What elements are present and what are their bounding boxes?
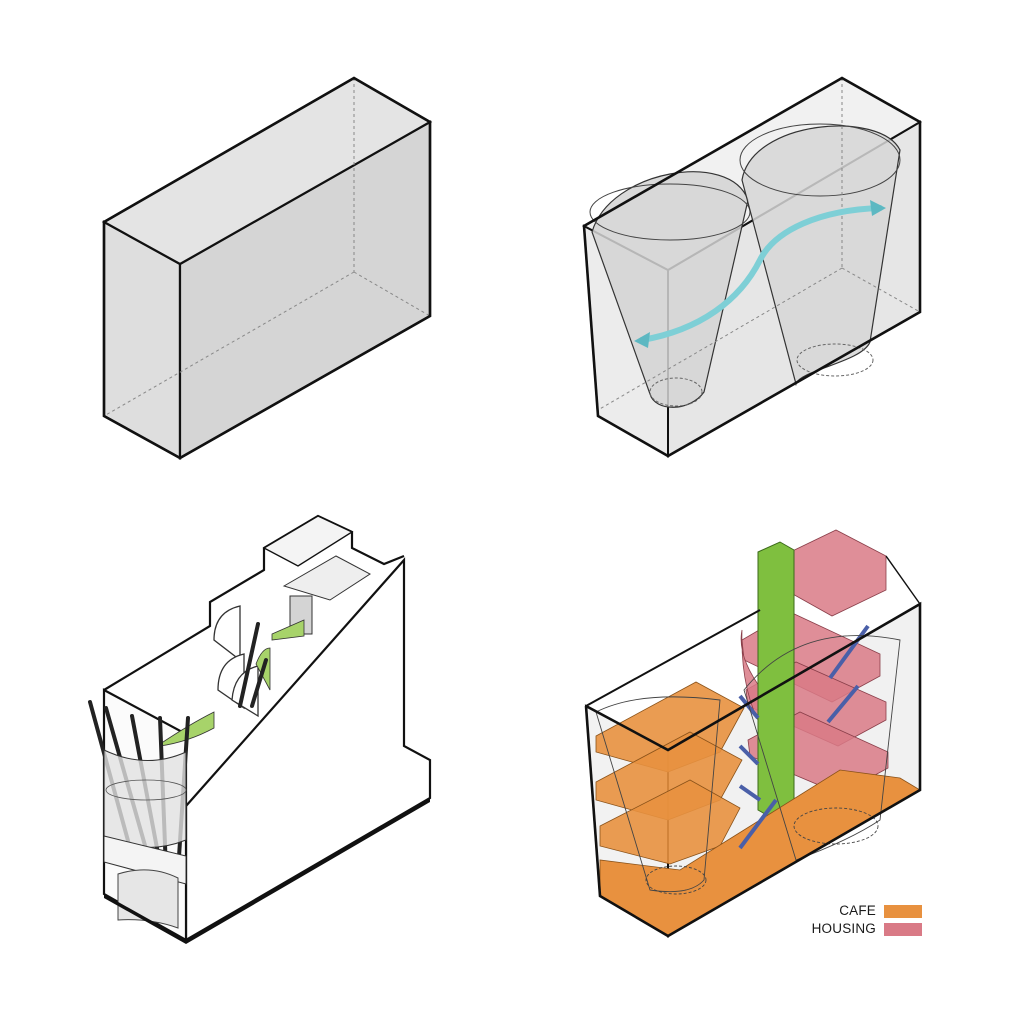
arrow-head-right	[870, 200, 886, 216]
legend-label-cafe: CAFE	[839, 903, 876, 918]
panel-carved-voids	[581, 76, 923, 458]
legend-label-housing: HOUSING	[811, 921, 876, 936]
glass-box-hidden-edges	[597, 78, 921, 411]
program-cone-outlines	[595, 635, 901, 895]
legend-swatch-cafe	[884, 905, 922, 918]
void-cone-left	[591, 171, 749, 408]
green-accent-upper	[271, 619, 305, 641]
legend-item-cafe: CAFE	[790, 902, 930, 920]
circulation-arrow	[639, 205, 883, 343]
upper-room-top	[262, 515, 354, 567]
program-legend: CAFE HOUSING	[790, 902, 930, 938]
box-hidden-edges	[103, 78, 431, 417]
ground-slab	[103, 835, 187, 885]
cafe-floors	[595, 681, 745, 865]
upper-room-cell	[282, 555, 371, 601]
panel-program	[584, 529, 922, 938]
arrow-head-left	[634, 332, 650, 348]
stairs	[738, 624, 870, 850]
box-outline	[102, 76, 432, 460]
glass-drum	[103, 749, 187, 848]
panel-massing-box	[101, 76, 433, 460]
panel-sectional-model	[88, 514, 432, 944]
legend-swatch-housing	[884, 923, 922, 936]
legend-item-housing: HOUSING	[790, 920, 930, 938]
